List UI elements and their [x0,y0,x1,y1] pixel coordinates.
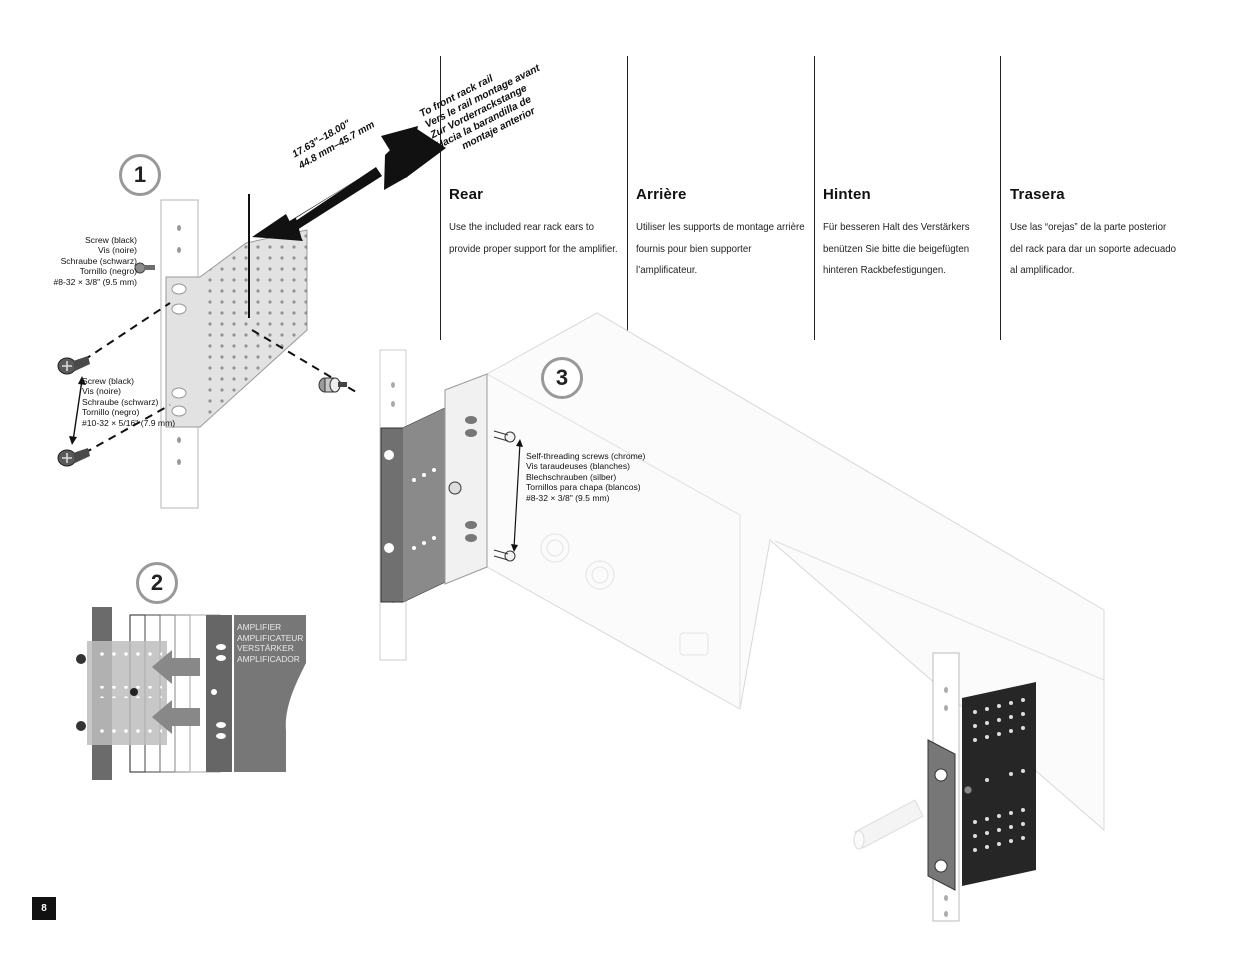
screw-black-large-label: Screw (black) Vis (noire) Schraube (schw… [82,376,176,428]
column-rule [440,56,441,340]
column-heading: Trasera [1010,186,1065,203]
self-threading-screws-label: Self-threading screws (chrome) Vis tarau… [526,451,646,503]
arrow-icon [152,700,200,734]
page-number: 8 [32,897,56,920]
column-arriere: Arrière Utiliser les supports de montage… [636,186,806,282]
screw-icon [57,356,90,375]
column-heading: Hinten [823,186,871,203]
column-body: Use las “orejas” de la parte posterior d… [1010,221,1176,276]
column-body: Use the included rear rack ears to provi… [449,221,618,255]
step-1-badge: 1 [119,154,161,196]
column-rear: Rear Use the included rear rack ears to … [449,186,619,260]
column-heading: Arrière [636,186,687,203]
column-body: Utiliser les supports de montage arrière… [636,221,805,276]
spacer-icon [318,377,347,393]
column-rule [814,56,815,340]
step-2-badge: 2 [136,562,178,604]
column-hinten: Hinten Für besseren Halt des Verstärkers… [823,186,993,282]
screw-icon [493,549,516,562]
screw-icon [134,262,155,274]
column-rule [1000,56,1001,340]
screw-black-small-label: Screw (black) Vis (noire) Schraube (schw… [53,235,137,287]
step-3-badge: 3 [541,357,583,399]
rear-rack-ear [927,739,956,891]
amplifier-label: AMPLIFIER AMPLIFICATEUR VERSTÄRKER AMPLI… [237,622,304,664]
column-heading: Rear [449,186,484,203]
diagram-2 [76,607,306,780]
arrow-icon [152,650,200,684]
front-plate [962,682,1036,886]
column-trasera: Trasera Use las “orejas” de la parte pos… [1010,186,1180,282]
amplifier-panel [234,615,306,772]
diagram-3 [379,312,1105,922]
diagram-1 [57,126,446,509]
column-rule [627,56,628,340]
screw-icon [57,448,90,467]
screw-icon [493,430,516,443]
column-body: Für besseren Halt des Verstärkers benütz… [823,221,970,276]
